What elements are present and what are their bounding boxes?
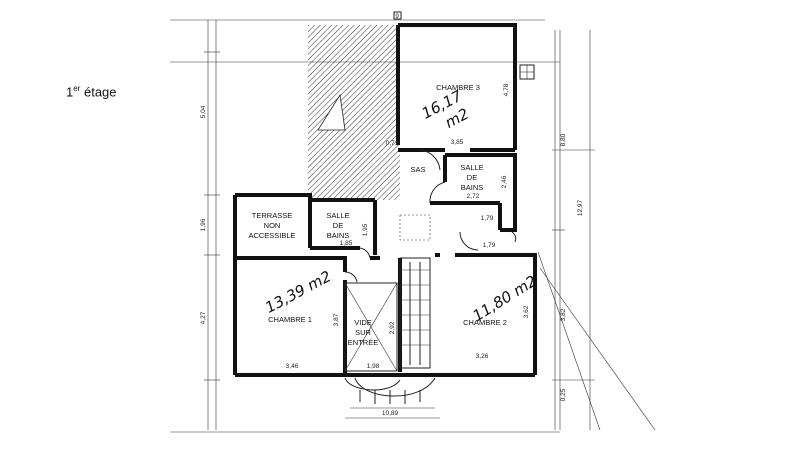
vide-line2: SUR	[355, 328, 371, 337]
sdb2-line1: SALLE	[326, 211, 349, 220]
dim-3-62: 3,62	[523, 305, 530, 318]
grid-marker: 9	[395, 13, 399, 20]
sdb1-line2: DE	[467, 173, 477, 182]
dim-10-89: 10,89	[382, 410, 399, 417]
terrasse-line2: NON	[264, 221, 281, 230]
terrasse-line3: ACCESSIBLE	[248, 231, 295, 240]
floor-title: étage	[83, 84, 117, 100]
sdb1-line3: BAINS	[461, 183, 484, 192]
terrasse-line1: TERRASSE	[252, 211, 292, 220]
dim-0-71: 0,71	[386, 140, 399, 147]
dimension-labels: 5,04 1,96 4,27 4,78 8,80 12,97 2,46 3,82…	[200, 13, 584, 417]
dim-2-72: 2,72	[467, 193, 480, 200]
reference-lines	[170, 19, 656, 433]
room-chambre3: CHAMBRE 3	[436, 83, 480, 92]
dim-3-85: 3,85	[451, 139, 464, 146]
dim-3-26: 3,26	[476, 353, 489, 360]
dim-4-78: 4,78	[503, 83, 510, 96]
room-labels: CHAMBRE 3 SAS SALLE DE BAINS TERRASSE NO…	[248, 83, 506, 347]
dim-12-97: 12,97	[577, 199, 584, 216]
dim-1-79a: 1,79	[481, 215, 494, 222]
dim-2-92: 2,92	[389, 321, 396, 334]
dim-4-27: 4,27	[200, 311, 207, 324]
floor-number: 1	[66, 84, 74, 100]
chambre1-area: 13,39 m2	[262, 267, 334, 317]
dim-3-46: 3,46	[286, 363, 299, 370]
dim-1-96: 1,96	[200, 218, 207, 231]
dim-0-25: 0,25	[560, 388, 567, 401]
floor-superscript: er	[73, 84, 81, 93]
dim-1-95: 1,95	[362, 223, 369, 236]
dim-5-04: 5,04	[200, 105, 207, 118]
vide-line1: VIDE	[354, 318, 372, 327]
hatched-area	[308, 25, 400, 200]
fixtures	[344, 11, 535, 404]
dim-1-79b: 1,79	[483, 242, 496, 249]
vide-line3: ENTRÉE	[348, 338, 378, 347]
dim-3-82: 3,82	[560, 308, 567, 321]
dim-3-87: 3,87	[333, 313, 340, 326]
dim-1-85: 1,85	[340, 240, 353, 247]
dim-2-46: 2,46	[501, 175, 508, 188]
room-sas: SAS	[410, 165, 425, 174]
sdb2-line2: DE	[333, 221, 343, 230]
sdb1-line1: SALLE	[460, 163, 483, 172]
dim-1-98: 1,98	[367, 363, 380, 370]
room-chambre2: CHAMBRE 2	[463, 318, 507, 327]
dim-8-80: 8,80	[560, 133, 567, 146]
stair-arrow	[317, 93, 346, 131]
room-chambre1: CHAMBRE 1	[268, 315, 312, 324]
sdb2-line3: BAINS	[327, 231, 350, 240]
floor-label: 1er étage	[66, 84, 117, 99]
